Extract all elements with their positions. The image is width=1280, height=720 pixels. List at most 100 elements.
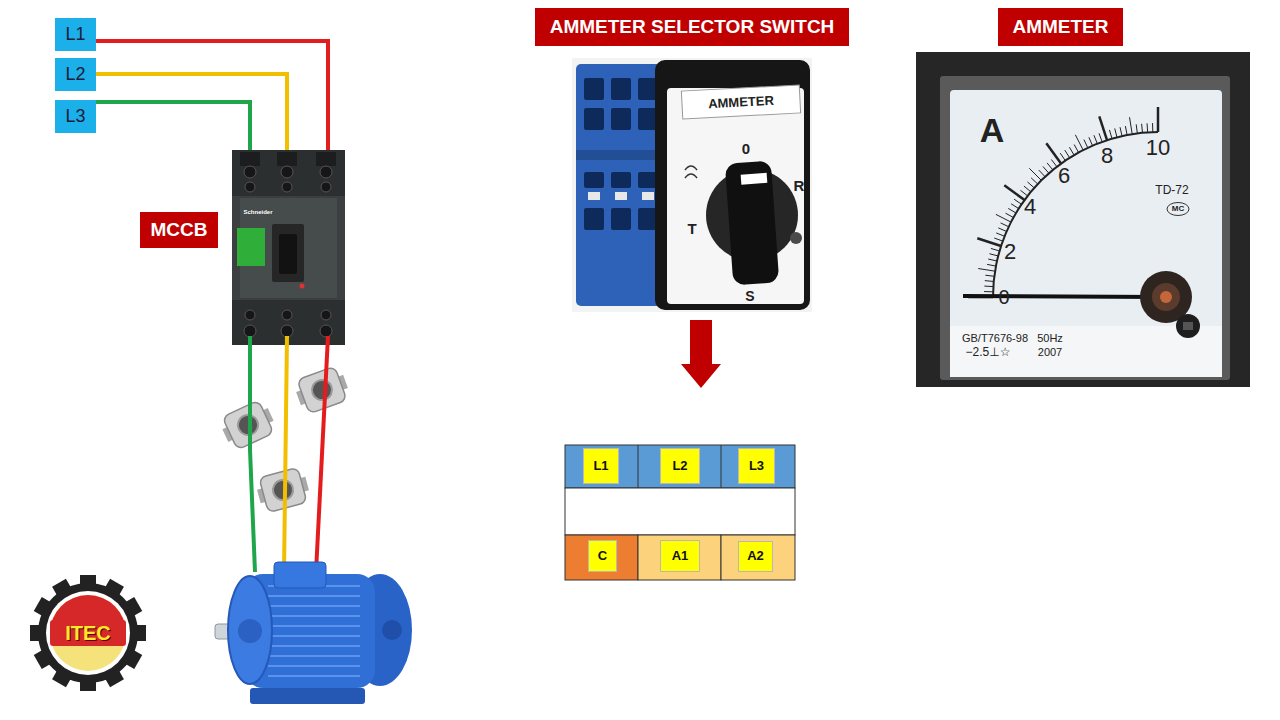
scale-tick — [1084, 140, 1088, 148]
terminal-screw — [282, 310, 292, 320]
terminal-cell: L3 — [738, 448, 775, 484]
scale-tick — [984, 286, 993, 288]
name-plate — [681, 85, 800, 119]
node-text: L2 — [672, 459, 687, 473]
table-row — [565, 488, 795, 535]
scale-number: 8 — [1101, 145, 1113, 167]
needle-pivot — [1152, 283, 1180, 311]
motor-wires — [250, 336, 328, 572]
switch-position: S — [745, 289, 754, 303]
scale-tick — [1130, 117, 1133, 134]
knob-handle — [725, 161, 779, 286]
toggle-slot — [272, 224, 304, 282]
zero-adjuster — [1176, 314, 1200, 338]
accuracy-class: −2.5⊥☆ — [966, 346, 1011, 358]
unit-symbol: A — [980, 113, 1005, 147]
down-arrow — [681, 320, 721, 388]
terminal-slot — [240, 152, 260, 166]
scale-tick — [1069, 147, 1074, 155]
table-cell — [721, 535, 795, 580]
wire — [284, 336, 287, 572]
terminal-cell: A1 — [660, 540, 700, 572]
scale-tick — [989, 254, 998, 256]
current-transformer — [292, 365, 351, 416]
terminal-hole — [584, 108, 604, 130]
title-tag: MCCB — [140, 212, 218, 248]
cooling-fin — [268, 605, 360, 607]
scale-tick — [1099, 133, 1102, 141]
table-divider — [721, 445, 722, 488]
terminal-screw — [244, 325, 256, 337]
knob-marker — [741, 173, 768, 185]
terminal-screw — [245, 310, 255, 320]
table-divider — [638, 445, 639, 488]
scale-tick — [994, 238, 1002, 241]
scale-tick — [1043, 166, 1049, 173]
terminal-screw — [320, 325, 332, 337]
gear-rim — [38, 583, 138, 683]
switch-position: T — [687, 221, 696, 236]
terminal-marker — [615, 192, 627, 200]
scale-tick — [998, 228, 1006, 232]
logo-band — [50, 620, 126, 646]
scale-tick — [1039, 170, 1045, 177]
scale-tick — [1136, 124, 1137, 133]
scale-tick — [1004, 185, 1024, 200]
plate-text: AMMETER — [708, 94, 774, 110]
cooling-fin — [268, 665, 360, 667]
node-text: AMMETER SELECTOR SWITCH — [550, 17, 835, 38]
terminal-screw — [281, 325, 293, 337]
scale-tick — [1008, 208, 1016, 213]
title-tag: AMMETER — [998, 8, 1123, 46]
scale-tick — [1001, 223, 1009, 227]
scale-tick — [1046, 143, 1061, 163]
terminal-cell: L2 — [660, 448, 700, 484]
wire — [96, 102, 250, 168]
terminal-hole — [611, 78, 631, 100]
pivot-cap — [1160, 291, 1172, 303]
scale-tick — [991, 248, 1000, 251]
scale-number: 10 — [1146, 137, 1170, 159]
scale-tick — [1075, 135, 1083, 150]
ct-body — [297, 366, 347, 414]
induction-motor — [215, 562, 412, 704]
terminal-hole — [584, 208, 604, 230]
node-text: L1 — [593, 459, 608, 473]
rating-sticker — [237, 228, 265, 266]
terminal-slot — [316, 152, 336, 166]
scale-tick — [1157, 107, 1160, 132]
table-row — [565, 445, 795, 488]
end-flange — [228, 576, 272, 684]
cooling-fin — [268, 655, 360, 657]
scale-tick — [1047, 163, 1053, 170]
scale-tick — [1065, 150, 1070, 158]
scale-tick — [985, 280, 994, 282]
terminal-hole — [611, 172, 631, 188]
scale-tick — [1152, 123, 1153, 132]
node-text: L2 — [65, 65, 85, 85]
node-text: MCCB — [151, 220, 208, 241]
scale-tick — [1141, 124, 1143, 133]
scale-tick — [1109, 130, 1112, 139]
terminal-hole — [611, 208, 631, 230]
scale-tick — [1089, 137, 1093, 145]
scale-tick — [996, 233, 1004, 236]
scale-number: 4 — [1024, 196, 1036, 218]
terminal-screw — [245, 182, 255, 192]
terminal-box — [274, 562, 326, 588]
wire — [316, 336, 328, 572]
wire — [96, 74, 287, 168]
front-frame — [655, 60, 810, 310]
scale-tick — [1074, 145, 1078, 153]
terminal-hole — [611, 108, 631, 130]
scale-tick — [1031, 178, 1038, 184]
scale-tick — [985, 275, 994, 276]
scale-tick — [1147, 123, 1149, 132]
terminal-cell: L1 — [583, 448, 619, 484]
mc-mark-outline — [1167, 203, 1189, 216]
photo-background — [572, 58, 812, 312]
scale-number: 0 — [998, 287, 1009, 307]
scale-tick — [988, 259, 997, 261]
meter-case — [916, 52, 1250, 387]
